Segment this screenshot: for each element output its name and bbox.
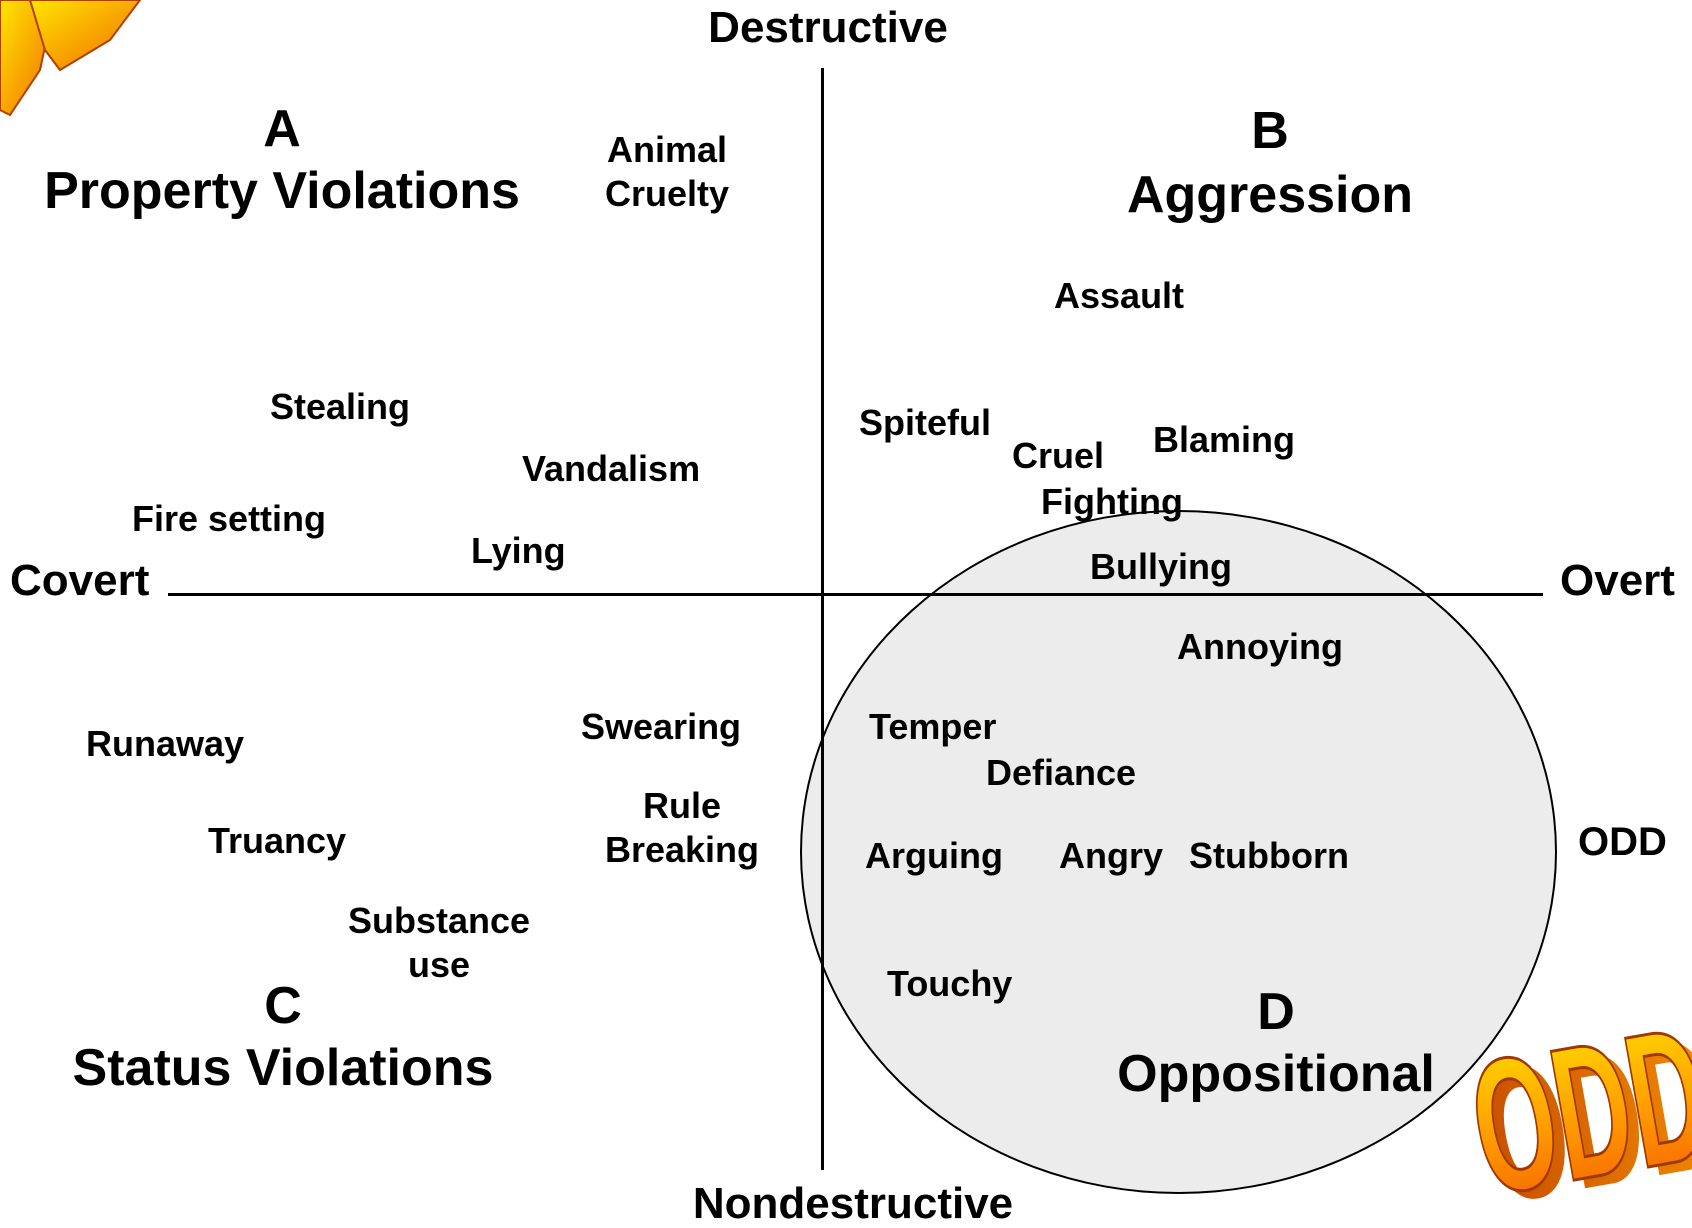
behavior-animal-cruelty-line2: Cruelty	[604, 172, 730, 214]
behavior-truancy: Truancy	[208, 820, 347, 861]
behavior-angry: Angry	[1059, 835, 1164, 876]
behavior-animal-cruelty: Animal Cruelty	[605, 128, 729, 216]
behavior-temper: Temper	[869, 706, 997, 747]
behavior-runaway: Runaway	[86, 723, 245, 764]
quadrant-b-title: Aggression	[1126, 166, 1414, 224]
behavior-fire-setting: Fire setting	[132, 498, 327, 539]
behavior-substance-use: Substance use	[348, 899, 530, 987]
behavior-cruel: Cruel	[1012, 435, 1105, 476]
behavior-blaming: Blaming	[1153, 419, 1296, 460]
behavior-arguing: Arguing	[865, 835, 1003, 876]
odd-side-label: ODD	[1578, 820, 1667, 864]
behavior-fighting: Fighting	[1041, 481, 1183, 522]
odd-wordart-logo: ODD ODD	[1462, 986, 1692, 1208]
svg-text:ODD: ODD	[1462, 987, 1692, 1208]
quadrant-c-letter: C	[264, 977, 302, 1035]
quadrant-c-title: Status Violations	[72, 1039, 494, 1097]
behavior-spiteful: Spiteful	[859, 402, 991, 443]
corner-wordart-fragment	[0, 0, 142, 117]
behavior-annoying: Annoying	[1177, 626, 1343, 667]
axis-label-covert: Covert	[10, 556, 150, 605]
axis-label-overt: Overt	[1560, 556, 1675, 605]
behavior-stealing: Stealing	[270, 386, 411, 427]
axis-label-nondestructive: Nondestructive	[692, 1179, 1014, 1228]
oppositional-ellipse	[800, 510, 1557, 1194]
behavior-bullying: Bullying	[1090, 546, 1232, 587]
svg-text:ODD: ODD	[1468, 995, 1692, 1208]
behavior-touchy: Touchy	[887, 963, 1013, 1004]
quadrant-d-title: Oppositional	[1117, 1045, 1435, 1103]
behavior-defiance: Defiance	[986, 752, 1137, 793]
behavior-rule-breaking-line2: Breaking	[604, 828, 760, 870]
behavior-rule-breaking-line1: Rule	[642, 785, 721, 826]
horizontal-axis-line	[168, 593, 1543, 596]
axis-label-destructive: Destructive	[708, 3, 948, 52]
behavior-animal-cruelty-line1: Animal	[606, 129, 728, 170]
quadrant-a-letter: A	[263, 100, 301, 158]
quadrant-d-letter: D	[1257, 983, 1295, 1041]
behavior-rule-breaking: Rule Breaking	[605, 784, 759, 872]
quadrant-b-letter: B	[1251, 102, 1289, 160]
behavior-lying: Lying	[471, 530, 566, 571]
behavior-vandalism: Vandalism	[522, 448, 701, 489]
behavior-substance-use-line1: Substance	[347, 900, 531, 941]
vertical-axis-line	[821, 68, 824, 1170]
behavior-stubborn: Stubborn	[1189, 835, 1349, 876]
behavior-assault: Assault	[1054, 275, 1185, 316]
quadrant-a-title: Property Violations	[44, 162, 520, 220]
behavior-substance-use-line2: use	[407, 943, 471, 985]
behavior-swearing: Swearing	[581, 706, 742, 747]
